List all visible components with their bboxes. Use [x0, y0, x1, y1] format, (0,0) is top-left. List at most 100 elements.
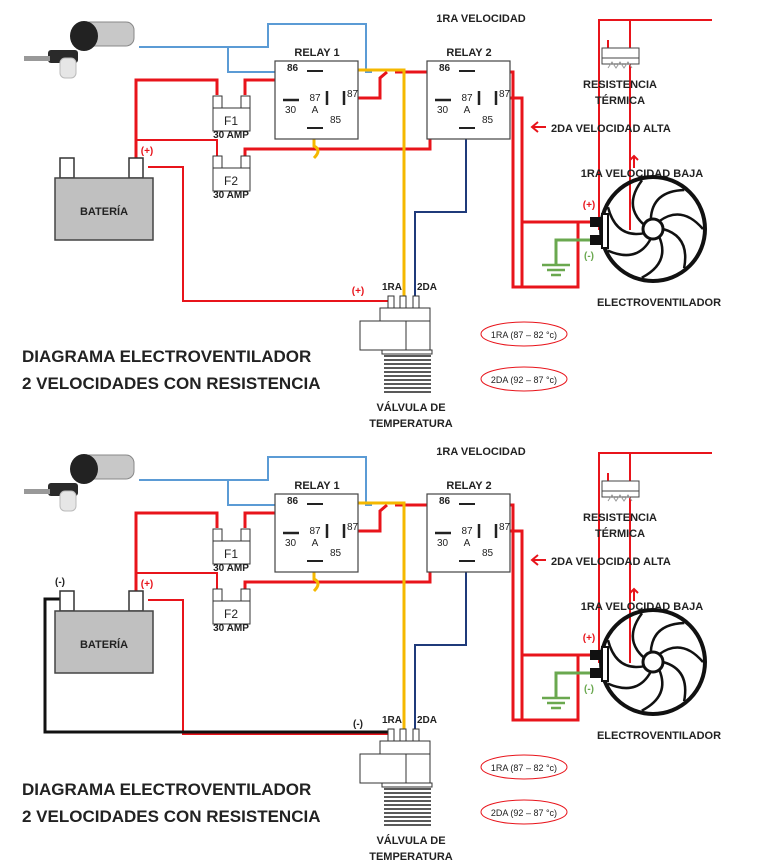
relay1-pin87a-sub: A [312, 105, 319, 116]
ground-symbol-icon [542, 696, 570, 710]
battery-body [54, 177, 154, 241]
valve-cap [379, 307, 431, 322]
valve-pin-2 [399, 728, 407, 742]
ignition-wire [139, 46, 276, 73]
valve-label-1: VÁLVULA DE [376, 401, 445, 414]
electric-fan-icon [590, 608, 707, 716]
fuse1-rating: 30 AMP [213, 130, 249, 141]
battery-body [54, 610, 154, 674]
relay2-title: RELAY 2 [446, 480, 491, 492]
resistor-zigzag-icon [607, 61, 633, 69]
fuse1-pin-left [212, 528, 223, 542]
thermal-resistor [601, 480, 640, 502]
key-blade [24, 56, 50, 61]
fan-blade [607, 671, 652, 690]
relay2-pin87a-sub: A [464, 538, 471, 549]
relay2-trigger-wire [414, 128, 467, 298]
fan-positive-label: (+) [583, 200, 596, 211]
resistor-base [601, 57, 640, 65]
valve-hex [359, 320, 431, 351]
valve-pin2-label: 2DA [417, 715, 437, 726]
valve-pin-3 [412, 295, 420, 309]
diagram-title-line2: 2 VELOCIDADES CON RESISTENCIA [22, 374, 321, 393]
ignition-key-icon [24, 21, 135, 79]
relay1-pin86-label: 86 [287, 496, 299, 507]
battery-positive-label: (+) [141, 579, 154, 590]
relay1-title: RELAY 1 [294, 480, 339, 492]
fuse1-pin-right [240, 95, 251, 109]
valve-pin-1 [387, 295, 395, 309]
relay2-pin87a-sub: A [464, 105, 471, 116]
resistor-zigzag-icon [607, 494, 633, 502]
wire-resistor-a [598, 19, 712, 230]
relay2-pin86-label: 86 [439, 63, 451, 74]
relay1-pin87a-label: 87 [309, 526, 321, 537]
fan-blade [649, 621, 685, 653]
fan-label: ELECTROVENTILADOR [597, 730, 721, 742]
temp-range-text: 2DA (92 – 87 °c) [491, 808, 557, 818]
fan-blade [631, 612, 645, 659]
power-wire-valve-feed [148, 166, 388, 302]
battery-terminal-negative [59, 157, 75, 179]
valve-label-1: VÁLVULA DE [376, 834, 445, 847]
ignition-wire-relay1-86 [228, 456, 372, 506]
relay2-pin30-label: 30 [437, 105, 449, 116]
wire-resistor-a [598, 452, 712, 663]
relay2-pin85-label: 85 [482, 548, 494, 559]
power-wire-f2-in [136, 139, 218, 156]
ignition-key-icon [24, 454, 135, 512]
fan-connector-pos [590, 217, 602, 227]
fan-label: ELECTROVENTILADOR [597, 297, 721, 309]
relay1-pin87-label: 87 [347, 522, 359, 533]
fan-blade [607, 238, 652, 257]
fan-negative-label: (-) [584, 251, 594, 262]
relay2-trigger-wire [414, 561, 467, 731]
temperature-valve [359, 295, 433, 393]
fan-connector-pos [590, 650, 602, 660]
relay2-pin87-label: 87 [499, 522, 511, 533]
fuse2-pin-right [240, 588, 251, 602]
fan-blade [662, 660, 687, 702]
key-fob [59, 57, 77, 79]
arrow-left-icon [530, 121, 546, 133]
temp-range-text: 1RA (87 – 82 °c) [491, 763, 557, 773]
temp-range-badge [480, 754, 568, 780]
valve-pin-3 [412, 728, 420, 742]
ground-wire [554, 671, 590, 698]
battery-positive-label: (+) [141, 146, 154, 157]
fuse2-name: F2 [224, 174, 238, 188]
relay1-pin87a-label: 87 [309, 93, 321, 104]
speed1-label: 1RA VELOCIDAD [436, 446, 525, 458]
fuse2-body [212, 600, 251, 625]
relay2-pin85-label: 85 [482, 115, 494, 126]
speed1-low-label: 1RA VELOCIDAD BAJA [581, 168, 703, 180]
power-wire-valve-feed [148, 599, 388, 735]
fan-connector-neg [590, 668, 602, 678]
fan-blade [606, 639, 645, 669]
resistor-base [601, 490, 640, 498]
valve-hex [359, 753, 431, 784]
fuse1-name: F1 [224, 547, 238, 561]
valve-label-2: TEMPERATURA [369, 418, 453, 430]
ignition-cap [70, 21, 98, 51]
fuse2-pin-left [212, 588, 223, 602]
valve-label-2: TEMPERATURA [369, 851, 453, 863]
ground-wire [554, 238, 590, 265]
speed1-low-label: 1RA VELOCIDAD BAJA [581, 601, 703, 613]
resistor-body [601, 480, 640, 492]
fuse2-rating: 30 AMP [213, 623, 249, 634]
electric-fan-icon [590, 175, 707, 283]
fan-negative-label: (-) [584, 684, 594, 695]
temp-range-badge [480, 799, 568, 825]
fan-blade [649, 188, 685, 220]
valve-feed-label: (-) [353, 719, 363, 730]
fuse2-pin-left [212, 155, 223, 169]
ground-symbol-icon [542, 263, 570, 277]
diagram-title-line2: 2 VELOCIDADES CON RESISTENCIA [22, 807, 321, 826]
fan-blade [641, 236, 664, 279]
relay2-pin86-label: 86 [439, 496, 451, 507]
valve-pin-2 [399, 295, 407, 309]
valve-collar [381, 349, 433, 355]
